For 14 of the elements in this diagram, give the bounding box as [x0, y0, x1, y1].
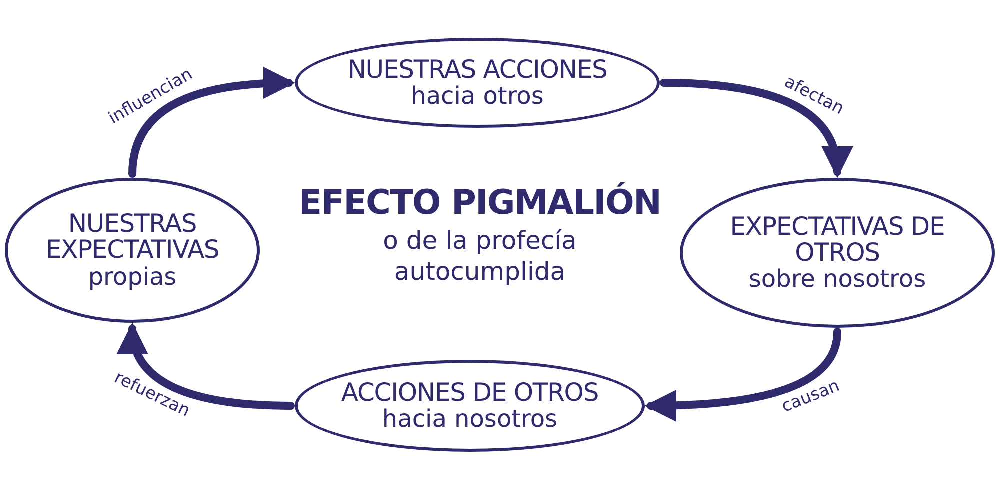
node-heading: ACCIONES DE OTROS [341, 380, 599, 406]
node-subtext: hacia otros [411, 82, 544, 110]
subtitle: o de la profecía autocumplida [382, 224, 578, 287]
curved-arrow [644, 328, 842, 422]
node-heading: EXPECTATIVAS DE OTROS [729, 214, 946, 266]
node-heading: NUESTRAS ACCIONES [348, 56, 608, 83]
curved-arrow [660, 79, 852, 178]
node-subtext: hacia nosotros [382, 406, 558, 432]
curved-arrow [118, 322, 295, 410]
node-subtext: propias [88, 264, 177, 290]
title: EFECTO PIGMALIÓN [298, 182, 662, 224]
curved-arrow [128, 68, 296, 178]
node-heading: NUESTRAS EXPECTATIVAS [44, 211, 220, 264]
node-subtext: sobre nosotros [748, 266, 926, 292]
